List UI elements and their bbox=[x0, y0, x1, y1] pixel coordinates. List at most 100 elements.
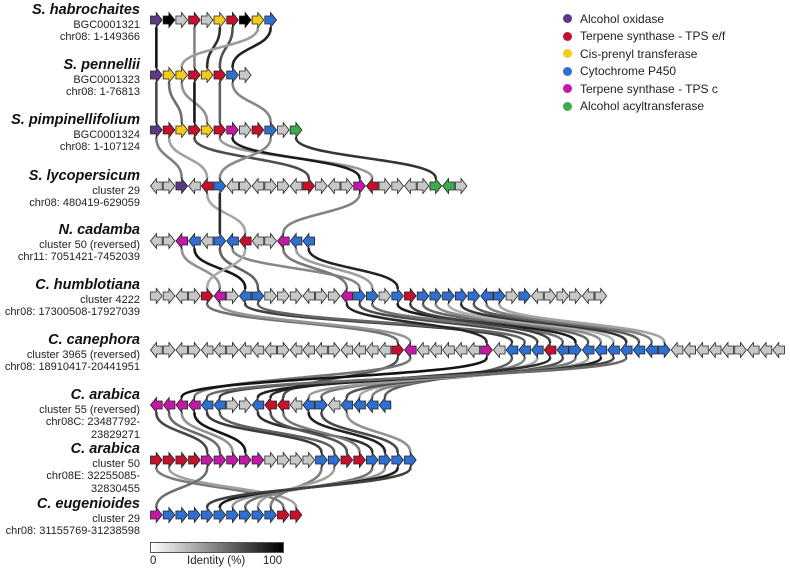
homology-link bbox=[205, 247, 247, 290]
gene-arrow bbox=[619, 341, 633, 359]
homology-link bbox=[231, 26, 272, 69]
colorbar-max-label: 100 bbox=[263, 555, 283, 567]
gene-arrow bbox=[213, 232, 227, 250]
gene-arrow bbox=[467, 287, 481, 305]
gene-arrow bbox=[454, 177, 468, 195]
gene-arrow bbox=[226, 177, 239, 195]
cluster-id: cluster 55 (reversed) bbox=[39, 403, 140, 416]
gene-arrow bbox=[175, 451, 189, 469]
gene-arrow bbox=[289, 121, 303, 139]
homology-link bbox=[218, 247, 260, 290]
cluster-coordinates: chr08: 1-76813 bbox=[66, 86, 140, 99]
colorbar-title: Identity (%) bbox=[187, 555, 246, 567]
homology-link bbox=[180, 356, 488, 399]
gene-arrow bbox=[175, 232, 189, 250]
cluster-coordinates: chr08C: 23487792-23829271 bbox=[45, 416, 140, 441]
legend-label: Terpene synthase - TPS e/f bbox=[580, 29, 726, 44]
homology-link bbox=[434, 302, 603, 344]
gene-arrow bbox=[226, 11, 239, 29]
gene-arrow bbox=[264, 232, 278, 250]
legend-item: Alcohol oxidase bbox=[563, 10, 725, 28]
gene-arrow bbox=[150, 11, 163, 29]
legend-item: Cytochrome P450 bbox=[563, 63, 725, 81]
gene-arrow bbox=[200, 177, 214, 195]
gene-arrow bbox=[149, 341, 163, 359]
gene-arrow bbox=[150, 451, 163, 469]
legend-swatch-icon bbox=[563, 101, 572, 111]
legend-item: Cis-prenyl transferase bbox=[563, 45, 725, 63]
legend-swatch-icon bbox=[563, 14, 572, 24]
gene-arrow bbox=[251, 506, 265, 524]
gene-arrow bbox=[251, 11, 265, 29]
cluster-coordinates: chr08: 1-149366 bbox=[59, 31, 140, 44]
gene-arrow bbox=[162, 341, 176, 359]
gene-arrow bbox=[569, 287, 582, 305]
gene-arrow bbox=[327, 396, 341, 414]
gene-arrow bbox=[238, 121, 252, 139]
colorbar-min-label: 0 bbox=[150, 555, 157, 567]
gene-arrow bbox=[251, 177, 265, 195]
gene-arrow bbox=[238, 66, 252, 84]
homology-link bbox=[370, 302, 565, 344]
gene-arrow bbox=[238, 11, 252, 29]
homology-link bbox=[167, 411, 222, 454]
gene-arrow bbox=[200, 66, 214, 84]
homology-link bbox=[358, 302, 539, 344]
gene-arrow bbox=[759, 341, 773, 359]
homology-link bbox=[167, 136, 209, 180]
homology-link bbox=[193, 411, 247, 454]
gene-arrow bbox=[454, 287, 468, 305]
gene-arrow bbox=[416, 177, 430, 195]
gene-arrow bbox=[365, 396, 379, 414]
gene-arrow bbox=[213, 177, 227, 195]
gene-arrow bbox=[594, 341, 608, 359]
gene-arrow bbox=[289, 177, 303, 195]
legend-item: Terpene synthase - TPS c bbox=[563, 80, 725, 98]
gene-arrow bbox=[442, 177, 455, 195]
species-name: C. arabica bbox=[70, 441, 140, 457]
homology-link bbox=[218, 411, 336, 454]
cluster-id: BGC0001323 bbox=[73, 73, 140, 86]
gene-arrow bbox=[213, 66, 227, 84]
gene-arrow bbox=[226, 232, 239, 250]
homology-link bbox=[447, 302, 615, 344]
homology-link bbox=[231, 247, 361, 290]
legend-swatch-icon bbox=[563, 31, 572, 41]
identity-colorbar bbox=[150, 542, 284, 553]
gene-arrow bbox=[365, 341, 379, 359]
gene-arrow bbox=[238, 287, 252, 305]
gene-arrow bbox=[530, 287, 544, 305]
gene-arrow bbox=[289, 396, 303, 414]
homology-link bbox=[193, 356, 412, 399]
cluster-id: cluster 29 bbox=[92, 512, 140, 525]
gene-arrow bbox=[238, 232, 252, 250]
homology-link bbox=[180, 26, 260, 69]
homology-link bbox=[294, 136, 438, 180]
cluster-id: cluster 29 bbox=[92, 184, 140, 197]
gene-arrow bbox=[175, 11, 189, 29]
homology-link bbox=[205, 411, 323, 454]
gene-arrow bbox=[327, 287, 341, 305]
gene-arrow bbox=[378, 287, 392, 305]
gene-arrow bbox=[772, 341, 785, 359]
gene-arrow bbox=[327, 177, 341, 195]
gene-arrow bbox=[289, 451, 303, 469]
species-name: C. humblotiana bbox=[35, 277, 140, 293]
gene-arrow bbox=[581, 341, 595, 359]
gene-arrow bbox=[213, 287, 227, 305]
species-name: S. lycopersicum bbox=[28, 168, 140, 184]
gene-arrow bbox=[264, 341, 277, 359]
gene-arrow bbox=[264, 396, 277, 414]
homology-link bbox=[497, 302, 666, 344]
gene-arrow bbox=[150, 121, 163, 139]
gene-arrow bbox=[150, 287, 163, 305]
gene-arrow bbox=[492, 287, 506, 305]
homology-link bbox=[193, 136, 311, 180]
gene-arrow bbox=[188, 506, 201, 524]
gene-arrow bbox=[213, 341, 227, 359]
gene-arrow bbox=[238, 506, 252, 524]
gene-arrow bbox=[492, 341, 506, 359]
cluster-id: cluster 50 bbox=[92, 457, 140, 470]
homology-link bbox=[320, 411, 399, 454]
